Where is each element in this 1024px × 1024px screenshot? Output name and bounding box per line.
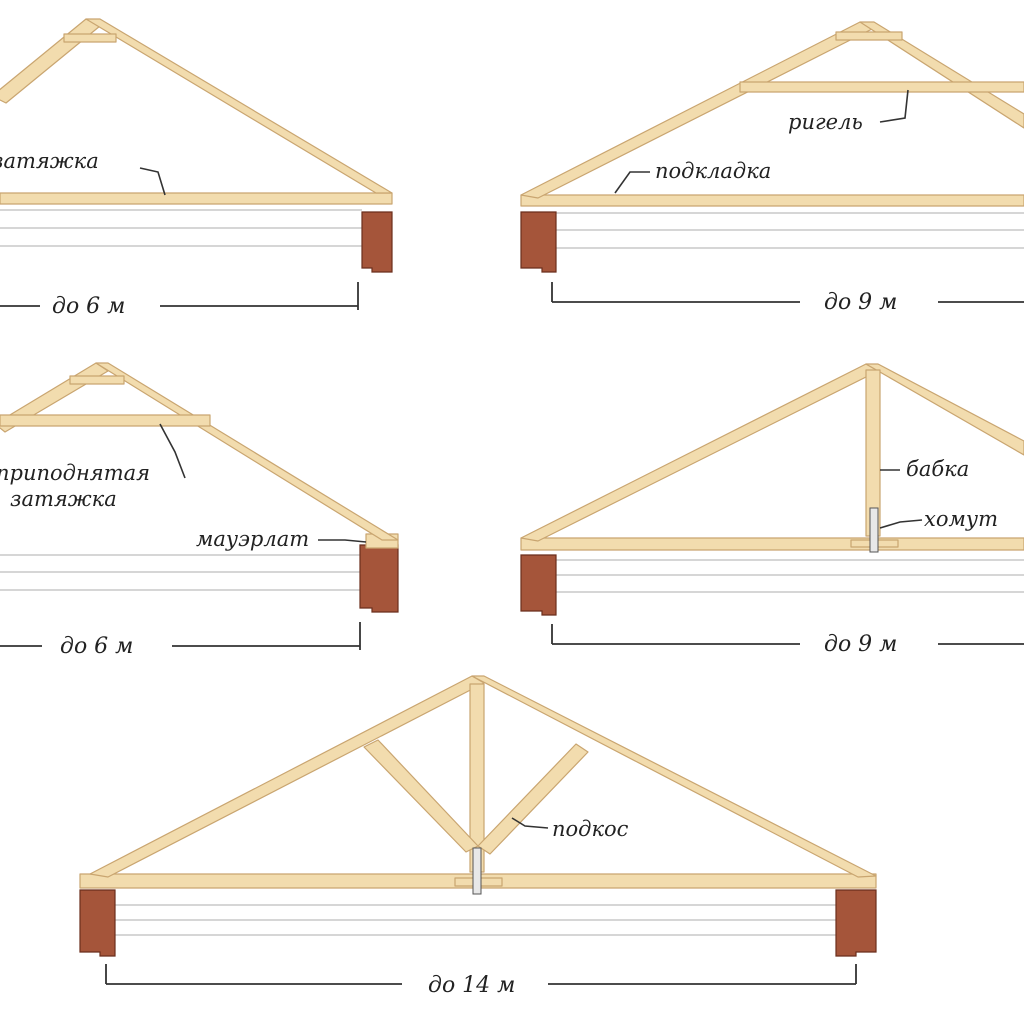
clamp	[869, 507, 879, 553]
rafter-left	[89, 675, 485, 878]
truss-diagram-3: приподнятая затяжка мауэрлат до 6 м	[0, 362, 399, 659]
tie-beam	[520, 537, 1024, 551]
tie-beam	[0, 192, 393, 205]
king-post	[865, 369, 881, 537]
truss-diagram-2: ригель подкладка до 9 м	[520, 21, 1024, 315]
dimension-span-4: до 9 м	[824, 632, 897, 657]
brick-wall	[359, 544, 399, 613]
rafter-right	[95, 362, 399, 541]
king-post	[469, 683, 485, 873]
label-zatyazhka: затяжка	[0, 149, 99, 173]
label-podkos: подкос	[552, 817, 629, 841]
leader-line	[139, 167, 166, 196]
rafter-right	[85, 18, 393, 194]
raised-tie-beam	[0, 414, 211, 427]
label-podkladka: подкладка	[655, 159, 771, 183]
rafter-right	[859, 21, 1024, 129]
rafter-right	[471, 675, 877, 878]
brick-wall	[361, 211, 393, 273]
strut-right	[477, 743, 589, 855]
label-babka: бабка	[906, 457, 969, 481]
label-pripodnyataya-line-2: затяжка	[10, 487, 117, 511]
ridge-plate	[63, 33, 117, 43]
dimension-span-5: до 14 м	[428, 973, 515, 998]
ridge-plate	[835, 31, 903, 41]
truss-diagram-1: затяжка до 6 м	[0, 18, 393, 319]
leader-line	[318, 539, 367, 543]
leader-line	[511, 817, 549, 829]
label-rigel: ригель	[788, 110, 863, 134]
truss-diagram-4: бабка хомут до 9 м	[520, 363, 1024, 657]
label-pripodnyataya-line-1: приподнятая	[0, 461, 150, 485]
brick-wall-left	[79, 889, 116, 957]
leader-line	[879, 89, 909, 123]
clamp	[472, 847, 482, 895]
strut-left	[363, 739, 479, 853]
rafter-left	[0, 18, 101, 104]
leader-line	[879, 519, 923, 529]
label-khomut: хомут	[924, 507, 998, 531]
dimension-span-2: до 9 м	[824, 290, 897, 315]
dimension-span-1: до 6 м	[52, 294, 125, 319]
leader-line	[159, 423, 186, 479]
leader-line	[614, 171, 650, 194]
rafter-right	[865, 363, 1024, 456]
dimension-span-3: до 6 м	[60, 634, 133, 659]
tie-beam	[520, 194, 1024, 207]
truss-diagram-5: подкос до 14 м	[79, 675, 877, 998]
ridge-plate	[69, 375, 125, 385]
collar-beam	[739, 81, 1024, 93]
brick-wall	[520, 554, 557, 616]
brick-wall	[520, 211, 557, 273]
rafter-left	[520, 363, 879, 542]
brick-wall-right	[835, 889, 877, 957]
label-mauerlat: мауэрлат	[196, 527, 309, 551]
